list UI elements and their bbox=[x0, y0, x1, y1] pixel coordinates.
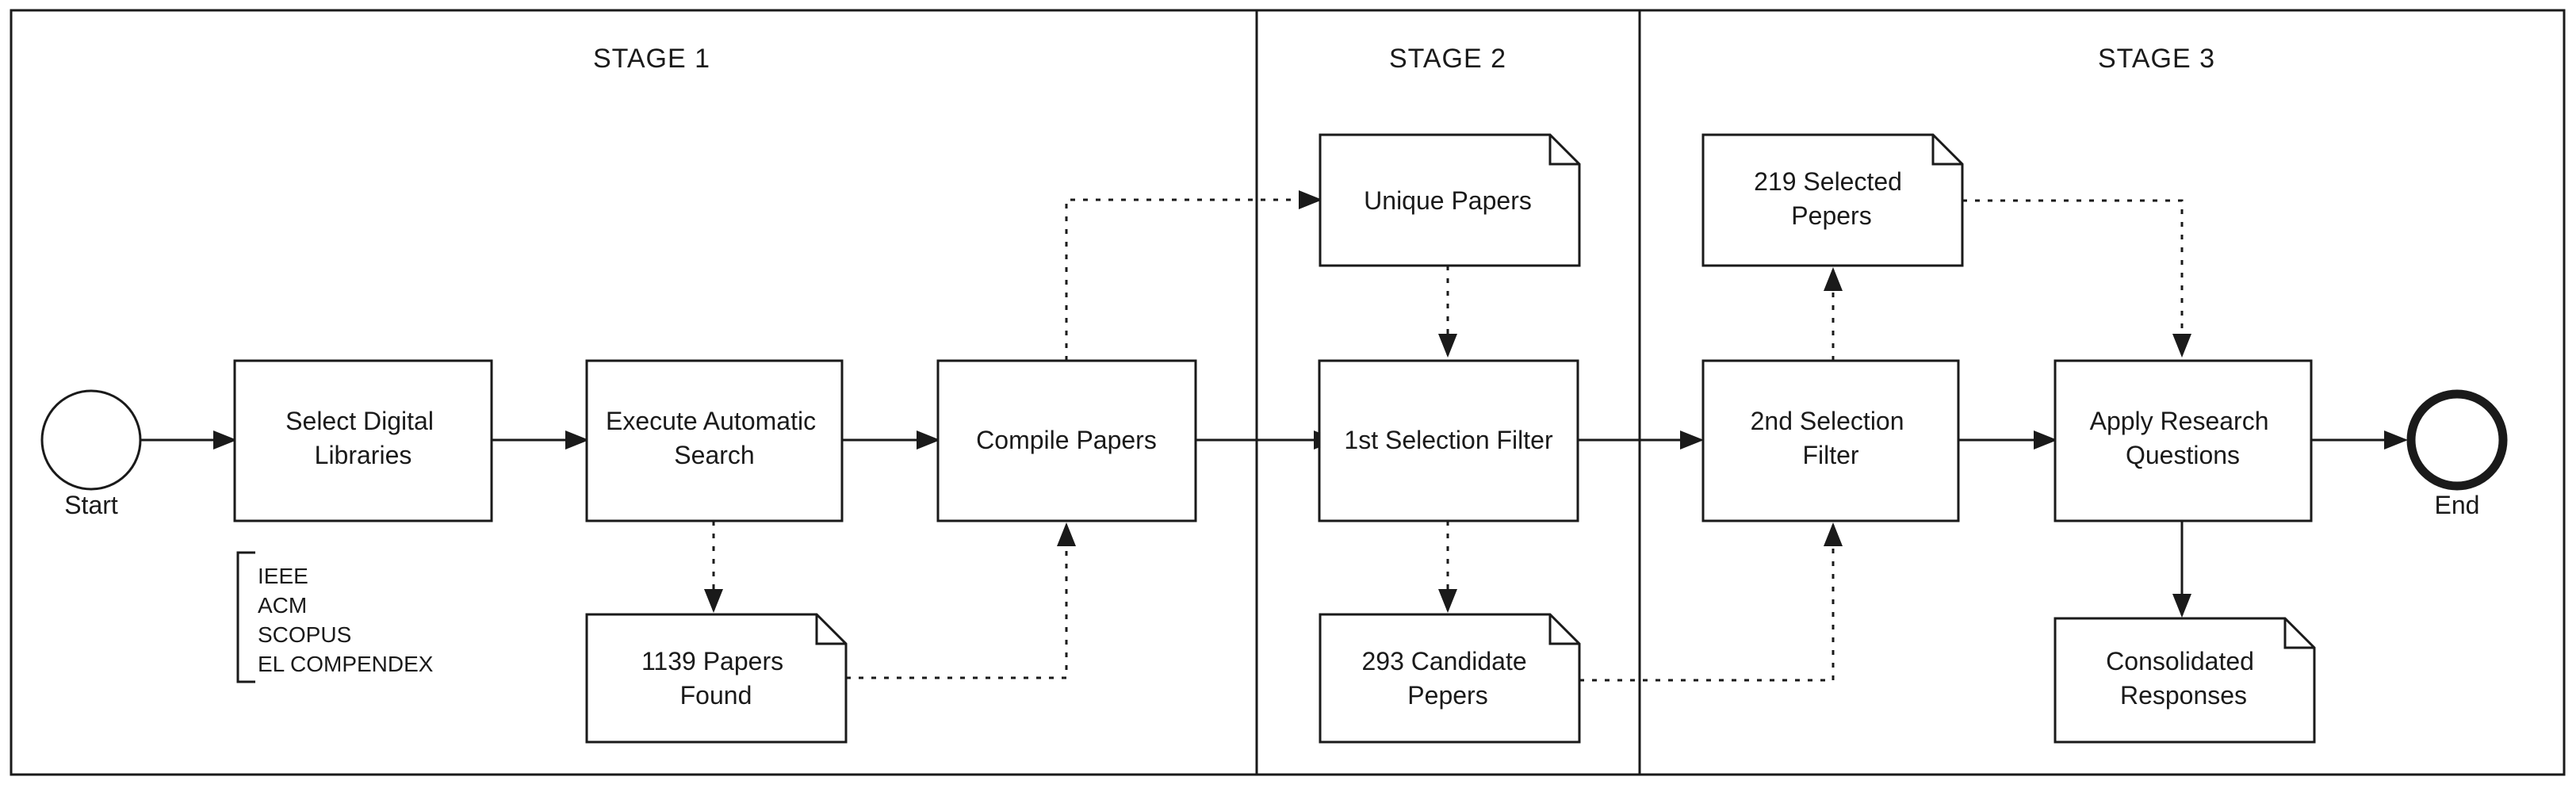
task-first-selection-filter: 1st Selection Filter bbox=[1318, 359, 1579, 522]
svg-text:Execute Automatic Sear: Execute Automatic Search bbox=[606, 407, 823, 469]
doc-papers-found bbox=[585, 613, 848, 744]
doc-candidate-papers bbox=[1319, 613, 1581, 744]
start-event bbox=[40, 389, 142, 491]
doc-unique-papers bbox=[1319, 133, 1581, 267]
document-labels: 1139 Papers Found Unique Papers 293 Cand… bbox=[641, 167, 2261, 710]
svg-text:Unique Papers: Unique Papers bbox=[1364, 186, 1532, 215]
task-select-libraries-line-1: Select Digital bbox=[285, 407, 434, 435]
svg-text:Compile Papers: Compile Papers bbox=[976, 426, 1157, 454]
svg-text:293 Candidate Pepers: 293 Candidate Pepers bbox=[1361, 647, 1533, 710]
start-label: Start bbox=[64, 491, 118, 519]
stage-frames bbox=[10, 9, 2566, 776]
stage-1-title: STAGE 1 bbox=[593, 44, 710, 74]
source-scopus: SCOPUS bbox=[258, 622, 351, 647]
assoc-papers-found-to-compile bbox=[846, 522, 1076, 679]
events: Start End bbox=[40, 389, 2508, 519]
stage-titles: STAGE 1 STAGE 2 STAGE 3 bbox=[593, 44, 2215, 74]
svg-text:1st Selection Filter: 1st Selection Filter bbox=[1344, 426, 1553, 454]
tasks: Select Digital Libraries Execute Automat… bbox=[233, 359, 2313, 522]
doc-candidate-papers-line-2: Pepers bbox=[1407, 681, 1487, 710]
sources-annotation: IEEE ACM SCOPUS EL COMPENDEX bbox=[236, 551, 434, 683]
svg-text:1139 Papers Found: 1139 Papers Found bbox=[641, 647, 790, 710]
task-execute-search-line-2: Search bbox=[674, 441, 754, 469]
task-second-filter-line-2: Filter bbox=[1802, 441, 1858, 469]
source-el-compendex: EL COMPENDEX bbox=[258, 652, 434, 676]
doc-candidate-papers-line-1: 293 Candidate bbox=[1361, 647, 1526, 675]
stage-2-title: STAGE 2 bbox=[1389, 44, 1506, 74]
svg-text:Apply Research Questio: Apply Research Questions bbox=[2090, 407, 2276, 469]
doc-selected-papers bbox=[1701, 133, 1964, 267]
svg-text:2nd Selection Filter: 2nd Selection Filter bbox=[1751, 407, 1912, 469]
task-apply-research-questions: Apply Research Questions bbox=[2054, 359, 2313, 522]
doc-papers-found-line-2: Found bbox=[680, 681, 752, 710]
task-select-libraries-line-2: Libraries bbox=[315, 441, 412, 469]
diagram-border bbox=[10, 9, 2566, 776]
task-compile-papers: Compile Papers bbox=[936, 359, 1197, 522]
task-execute-automatic-search: Execute Automatic Search bbox=[585, 359, 844, 522]
stage-3-title: STAGE 3 bbox=[2098, 44, 2215, 74]
task-second-selection-filter: 2nd Selection Filter bbox=[1701, 359, 1960, 522]
task-first-filter-line-1: 1st Selection Filter bbox=[1344, 426, 1553, 454]
source-acm: ACM bbox=[258, 593, 307, 618]
end-event bbox=[2406, 389, 2508, 491]
task-select-digital-libraries: Select Digital Libraries bbox=[233, 359, 493, 522]
task-compile-papers-line-1: Compile Papers bbox=[976, 426, 1157, 454]
doc-papers-found-line-1: 1139 Papers bbox=[641, 647, 783, 675]
task-apply-questions-line-1: Apply Research bbox=[2090, 407, 2269, 435]
task-execute-search-line-1: Execute Automatic bbox=[606, 407, 816, 435]
end-label: End bbox=[2435, 491, 2480, 519]
doc-consolidated-line-1: Consolidated bbox=[2106, 647, 2254, 675]
task-second-filter-line-1: 2nd Selection bbox=[1751, 407, 1904, 435]
assoc-selected-to-apply bbox=[1962, 199, 2191, 358]
assoc-compile-to-unique-papers bbox=[1065, 190, 1322, 361]
svg-text:Select Digital Librari: Select Digital Libraries bbox=[285, 407, 441, 469]
svg-text:219 Selected Pepers: 219 Selected Pepers bbox=[1754, 167, 1909, 230]
doc-selected-papers-line-1: 219 Selected bbox=[1754, 167, 1902, 196]
svg-text:IEEE ACM SCOPUS: IEEE ACM SCOPUS EL COMPENDEX bbox=[258, 564, 434, 676]
doc-unique-papers-line-1: Unique Papers bbox=[1364, 186, 1532, 215]
svg-text:Consolidated Responses: Consolidated Responses bbox=[2106, 647, 2261, 710]
doc-consolidated-responses bbox=[2054, 617, 2316, 744]
sources-bracket bbox=[236, 551, 255, 683]
documents bbox=[585, 133, 2316, 744]
doc-consolidated-line-2: Responses bbox=[2120, 681, 2247, 710]
doc-selected-papers-line-2: Pepers bbox=[1791, 201, 1871, 230]
task-apply-questions-line-2: Questions bbox=[2126, 441, 2240, 469]
source-ieee: IEEE bbox=[258, 564, 308, 588]
connectors bbox=[141, 190, 2408, 682]
assoc-candidate-to-second-filter bbox=[1579, 522, 1843, 682]
